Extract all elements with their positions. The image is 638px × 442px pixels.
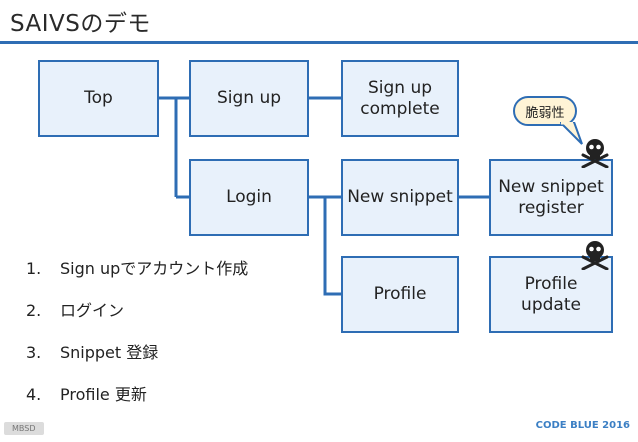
step-text: Sign upでアカウント作成 xyxy=(60,259,249,278)
step-number: 2. xyxy=(26,301,42,320)
node-sign-up-complete: Sign up complete xyxy=(341,60,459,137)
node-profile: Profile xyxy=(341,256,459,333)
badge-pointer xyxy=(560,122,583,145)
node-sign-up: Sign up xyxy=(189,60,309,137)
step-item: 2. ログイン xyxy=(26,290,248,332)
footer-company-label: MBSD xyxy=(4,422,44,435)
node-top: Top xyxy=(38,60,159,137)
skull-crossbones-icon xyxy=(581,139,609,168)
node-profile-update: Profile update xyxy=(489,256,613,333)
step-item: 3. Snippet 登録 xyxy=(26,332,248,374)
skull-crossbones-icon xyxy=(581,241,609,270)
step-text: ログイン xyxy=(60,301,125,320)
step-item: 4. Profile 更新 xyxy=(26,374,248,416)
step-text: Profile 更新 xyxy=(60,385,147,404)
step-text: Snippet 登録 xyxy=(60,343,159,362)
title-divider xyxy=(0,41,638,44)
edge-login-profile xyxy=(323,197,342,296)
vulnerability-badge: 脆弱性 xyxy=(513,96,577,126)
node-new-snippet-register: New snippet register xyxy=(489,159,613,236)
step-number: 4. xyxy=(26,385,42,404)
step-number: 1. xyxy=(26,259,42,278)
page-title: SAIVSのデモ xyxy=(10,11,151,37)
node-new-snippet: New snippet xyxy=(341,159,459,236)
step-list: 1. Sign upでアカウント作成 2. ログイン 3. Snippet 登録 4.… xyxy=(26,248,248,416)
footer-event-label: CODE BLUE 2016 xyxy=(535,420,630,431)
step-item: 1. Sign upでアカウント作成 xyxy=(26,248,248,290)
step-number: 3. xyxy=(26,343,42,362)
node-login: Login xyxy=(189,159,309,236)
